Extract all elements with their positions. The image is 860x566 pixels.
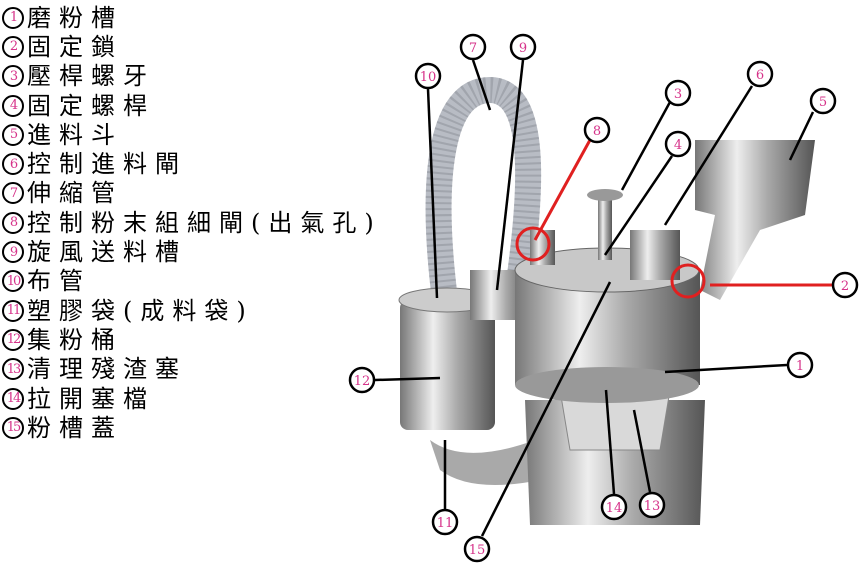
callout-number: 6 (756, 68, 764, 83)
callout-circle (831, 271, 859, 299)
number-badge: 5 (2, 123, 24, 146)
callout-number: 9 (519, 41, 527, 56)
callout-circle (746, 60, 774, 88)
number-badge: 15 (2, 416, 24, 439)
number-badge: 11 (2, 299, 24, 322)
callout-10: 10 (414, 62, 442, 90)
callout-circle (786, 351, 814, 379)
callout-3: 3 (664, 79, 692, 107)
callout-13: 13 (638, 491, 666, 519)
callout-number: 3 (674, 87, 682, 102)
legend-label: 塑膠袋(成料袋) (27, 296, 254, 325)
legend-label: 固定螺桿 (27, 91, 155, 120)
number-badge: 4 (2, 94, 24, 117)
legend-label: 進料斗 (27, 120, 123, 149)
callout-number: 2 (841, 279, 849, 294)
callout-circle (664, 130, 692, 158)
callout-12: 12 (348, 366, 376, 394)
callout-9: 9 (509, 33, 537, 61)
number-badge: 8 (2, 211, 24, 234)
callout-number: 13 (644, 499, 661, 514)
number-badge: 7 (2, 182, 24, 205)
callout-number: 1 (796, 359, 804, 374)
callout-circle (459, 33, 487, 61)
number-badge: 14 (2, 387, 24, 410)
callout-circle (509, 33, 537, 61)
callout-circle (414, 62, 442, 90)
callout-14: 14 (600, 493, 628, 521)
legend-label: 清理殘渣塞 (27, 355, 187, 384)
number-badge: 9 (2, 241, 24, 264)
number-badge: 13 (2, 358, 24, 381)
callout-circle (431, 508, 459, 536)
legend-label: 旋風送料槽 (27, 238, 187, 267)
callout-8: 8 (583, 116, 611, 144)
callout-number: 4 (674, 138, 682, 153)
number-badge: 2 (2, 35, 24, 58)
legend-label: 集粉桶 (27, 325, 123, 354)
number-badge: 6 (2, 153, 24, 176)
legend-label: 磨粉槽 (27, 3, 123, 32)
legend-label: 控制粉末組細閘(出氣孔) (27, 208, 382, 237)
number-badge: 3 (2, 65, 24, 88)
collection-barrel (400, 300, 495, 430)
hopper (695, 140, 815, 300)
legend-label: 控制進料閘 (27, 150, 187, 179)
legend-label: 粉槽蓋 (27, 413, 123, 442)
legend-label: 壓桿螺牙 (27, 62, 155, 91)
callout-1: 1 (786, 351, 814, 379)
telescopic-hose (425, 76, 542, 302)
legend-label: 拉開塞檔 (27, 384, 155, 413)
callout-circle (583, 116, 611, 144)
number-badge: 1 (2, 6, 24, 29)
callout-number: 5 (819, 95, 827, 110)
callout-2: 2 (831, 271, 859, 299)
callout-7: 7 (459, 33, 487, 61)
machine-photo (398, 76, 815, 525)
callout-circle (809, 87, 837, 115)
callout-circle (638, 491, 666, 519)
callout-circle (600, 493, 628, 521)
legend-label: 固定鎖 (27, 32, 123, 61)
number-badge: 12 (2, 328, 24, 351)
callout-4: 4 (664, 130, 692, 158)
callout-number: 8 (593, 124, 601, 139)
callout-number: 7 (469, 41, 477, 56)
highlight-marks (515, 139, 832, 299)
callout-15: 15 (463, 535, 491, 563)
callout-6: 6 (746, 60, 774, 88)
callout-number: 11 (437, 516, 454, 531)
callout-11: 11 (431, 508, 459, 536)
legend-label: 布管 (27, 267, 91, 296)
callout-circle (463, 535, 491, 563)
callout-5: 5 (809, 87, 837, 115)
legend-label: 伸縮管 (27, 179, 123, 208)
callout-number: 14 (606, 501, 623, 516)
number-badge: 10 (2, 270, 24, 293)
leader-lines (374, 59, 815, 537)
callout-number: 10 (420, 70, 437, 85)
callout-circle (348, 366, 376, 394)
callout-number: 15 (469, 543, 486, 558)
callout-number: 12 (354, 374, 371, 389)
callout-circle (664, 79, 692, 107)
